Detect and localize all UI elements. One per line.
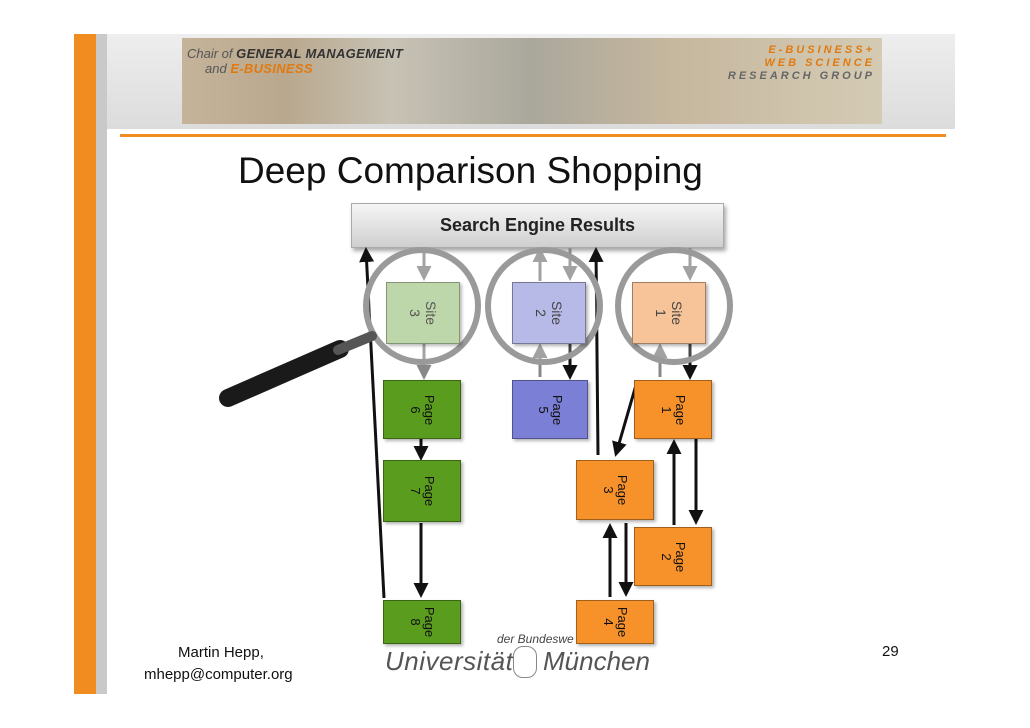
page-6-label: Page 6 <box>408 394 437 425</box>
university-name-left: Universität <box>385 646 514 676</box>
university-subline: der Bundeswe <box>497 632 574 646</box>
page-3-label: Page 3 <box>601 474 630 506</box>
arrow-page1-page3 <box>612 384 638 457</box>
site-3: Site 3 <box>386 282 460 344</box>
page-4: Page 4 <box>576 600 654 644</box>
page-5-label: Page 5 <box>536 394 565 425</box>
chair-name-1: GENERAL MANAGEMENT <box>236 46 404 61</box>
page-6: Page 6 <box>383 380 461 439</box>
accent-bar-shadow <box>96 34 107 694</box>
author-name: Martin Hepp, <box>178 644 264 661</box>
slide-title: Deep Comparison Shopping <box>238 150 703 191</box>
page-5: Page 5 <box>512 380 588 439</box>
chair-logo: Chair of GENERAL MANAGEMENT and E-BUSINE… <box>187 46 403 76</box>
site-3-label: Site 3 <box>407 300 439 326</box>
page-8: Page 8 <box>383 600 461 644</box>
site-1-label: Site 1 <box>653 300 685 326</box>
slide-number: 29 <box>882 643 899 660</box>
page-7: Page 7 <box>383 460 461 522</box>
accent-bar <box>74 34 96 694</box>
site-1: Site 1 <box>632 282 706 344</box>
university-seal-icon <box>513 646 537 678</box>
author-info: Martin Hepp, mhepp@computer.org <box>144 642 293 686</box>
author-email: mhepp@computer.org <box>144 666 293 683</box>
search-results-box: Search Engine Results <box>351 203 724 248</box>
page-2: Page 2 <box>634 527 712 586</box>
group-line-3: RESEARCH GROUP <box>727 70 875 82</box>
site-2-label: Site 2 <box>533 300 565 326</box>
university-logo: der Bundeswe Universität München <box>385 632 685 687</box>
header-banner: Chair of GENERAL MANAGEMENT and E-BUSINE… <box>107 34 955 129</box>
page-3: Page 3 <box>576 460 654 520</box>
chair-prefix-1: Chair of <box>187 46 233 61</box>
page-2-label: Page 2 <box>659 541 688 572</box>
chair-prefix-2: and <box>205 61 227 76</box>
banner-image <box>182 38 882 124</box>
page-1: Page 1 <box>634 380 712 439</box>
research-group-logo: E-BUSINESS+ WEB SCIENCE RESEARCH GROUP <box>728 44 875 83</box>
page-1-label: Page 1 <box>659 394 688 425</box>
search-results-label: Search Engine Results <box>439 215 636 235</box>
header-divider <box>120 134 946 137</box>
magnifier-neck <box>333 331 377 355</box>
chair-name-2: E-BUSINESS <box>230 61 313 76</box>
group-line-2: WEB SCIENCE <box>764 57 875 69</box>
page-7-label: Page 7 <box>408 475 437 507</box>
university-name-right: München <box>543 646 650 676</box>
group-line-1: E-BUSINESS+ <box>768 44 875 56</box>
site-2: Site 2 <box>512 282 586 344</box>
magnifier-handle <box>219 340 349 407</box>
